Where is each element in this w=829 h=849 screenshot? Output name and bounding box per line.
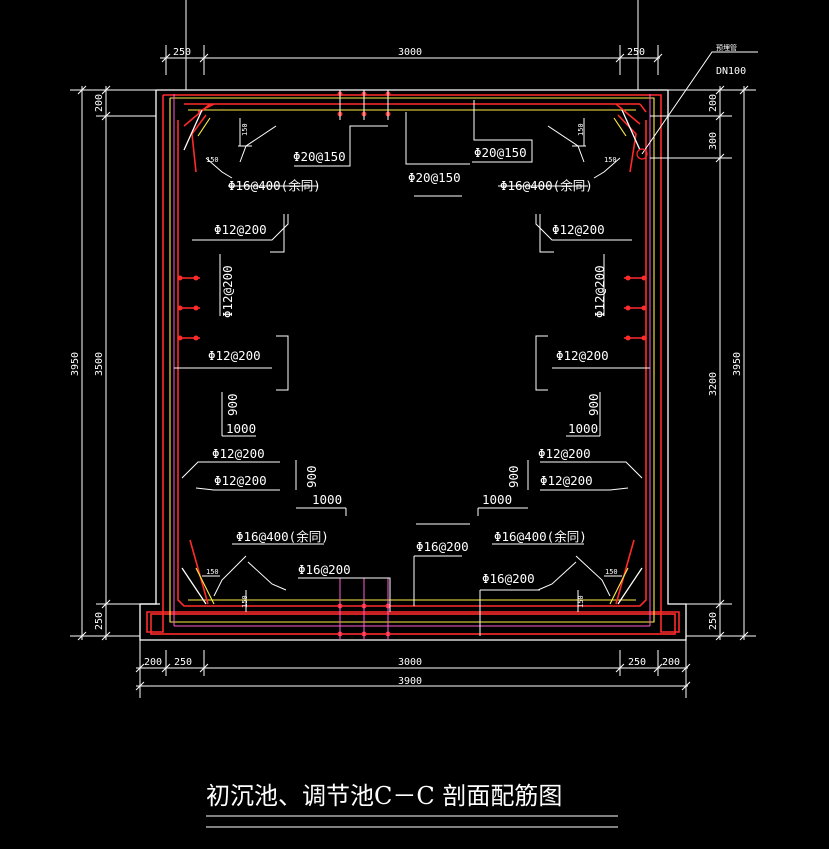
tank-wall-outline: [139, 89, 687, 641]
dim-left-total: 3950: [70, 352, 81, 376]
bottom-dimension: 200 250 3000 250 200 3900: [135, 640, 691, 698]
label-wall-lower-right-1: Φ12@200: [538, 446, 591, 461]
rebar-labels: Φ20@150 Φ20@150 Φ20@150 Φ16@400(余同) Φ16@…: [206, 123, 618, 608]
dim-bot-200-left: 200: [144, 657, 162, 668]
dim-right-200: 200: [708, 94, 719, 112]
hook-150-bottom-left: 150: [206, 568, 219, 576]
dim-top-mid: 3000: [398, 47, 422, 58]
hook-150-bottom-left-v: 150: [241, 595, 249, 608]
label-wall-vertical-right: Φ12@200: [592, 265, 607, 318]
hook-150-bottom-right: 150: [605, 568, 618, 576]
hook-150-top-left: 150: [206, 156, 219, 164]
annotation-leaders: [174, 100, 650, 636]
top-dimension: 250 3000 250: [160, 0, 663, 90]
dim-bot-total: 3900: [398, 676, 422, 687]
label-wall-mid-left: Φ12@200: [208, 348, 261, 363]
label-1000-lower-left: 1000: [312, 492, 342, 507]
drawing-title-block: 初沉池、调节池C－C 剖面配筋图: [206, 782, 618, 828]
dim-right-300: 300: [708, 132, 719, 150]
label-wall-upper-left: Φ12@200: [214, 222, 267, 237]
dim-left-250: 250: [94, 612, 105, 630]
dim-left-3500: 3500: [94, 352, 105, 376]
dim-top-left: 250: [173, 47, 191, 58]
pipe-callout: 预埋管 DN100: [636, 43, 758, 160]
label-wall-vertical-left: Φ12@200: [220, 265, 235, 318]
label-center-rebar: Φ20@150: [408, 170, 461, 185]
label-wall-mid-right: Φ12@200: [556, 348, 609, 363]
dim-bot-250-left: 250: [174, 657, 192, 668]
label-wall-lower-left-1: Φ12@200: [212, 446, 265, 461]
dim-bot-250-right: 250: [628, 657, 646, 668]
dim-right-3950: 3950: [732, 352, 743, 376]
left-dimension: 3950 200 3500 250: [70, 85, 156, 641]
hook-150-top-right-v: 150: [577, 123, 585, 136]
label-bottom-right: Φ16@200: [482, 571, 535, 586]
label-1000-left: 1000: [226, 421, 256, 436]
label-1000-right: 1000: [568, 421, 598, 436]
hook-150-top-left-v: 150: [241, 123, 249, 136]
label-wall-lower-left-2: Φ12@200: [214, 473, 267, 488]
label-bottom-center: Φ16@200: [416, 539, 469, 554]
spine-lines: [178, 90, 646, 640]
label-corner-bottom-right: Φ16@400(余同): [494, 529, 587, 544]
label-1000-lower-right: 1000: [482, 492, 512, 507]
pipe-size: DN100: [716, 66, 746, 77]
label-corner-top-left: Φ16@400(余同): [228, 178, 321, 193]
label-900-lower-right: 900: [506, 465, 521, 488]
dim-top-right: 250: [627, 47, 645, 58]
dim-right-250: 250: [708, 612, 719, 630]
label-wall-lower-right-2: Φ12@200: [540, 473, 593, 488]
label-corner-top-right: Φ16@400(余同): [500, 178, 593, 193]
label-900-right: 900: [586, 393, 601, 416]
label-bottom-left: Φ16@200: [298, 562, 351, 577]
label-corner-bottom-left: Φ16@400(余同): [236, 529, 329, 544]
label-900-left: 900: [225, 393, 240, 416]
drawing-title: 初沉池、调节池C－C 剖面配筋图: [206, 782, 562, 810]
hook-150-bottom-right-v: 150: [577, 595, 585, 608]
dim-bot-mid: 3000: [398, 657, 422, 668]
label-top-rebar-left: Φ20@150: [293, 149, 346, 164]
dim-bot-200-right: 200: [662, 657, 680, 668]
dim-left-200: 200: [94, 94, 105, 112]
rebar-cage: [146, 94, 680, 635]
label-top-rebar-right: Φ20@150: [474, 145, 527, 160]
pipe-name: 预埋管: [716, 43, 737, 52]
dim-right-3200: 3200: [708, 372, 719, 396]
hook-150-top-right: 150: [604, 156, 617, 164]
right-dimension: 200 300 3200 3950 250: [650, 85, 756, 641]
label-900-lower-left: 900: [304, 465, 319, 488]
label-wall-upper-right: Φ12@200: [552, 222, 605, 237]
